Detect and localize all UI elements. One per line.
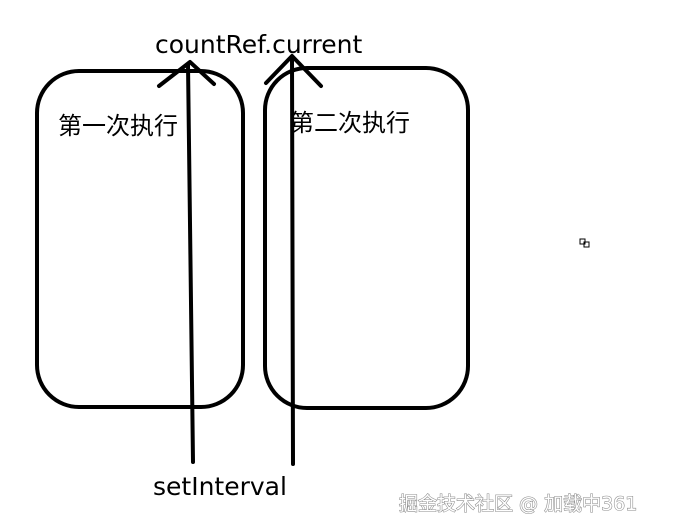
second-execution-box — [263, 66, 470, 410]
arrow-second-head — [264, 54, 323, 88]
first-execution-box — [35, 69, 245, 409]
arrow-first-shaft — [186, 62, 195, 464]
second-execution-label: 第二次执行 — [290, 109, 410, 137]
arrow-first-execution — [157, 60, 216, 464]
watermark-text: 掘金技术社区 @ 加载中361 — [399, 493, 637, 515]
top-label-countref-current: countRef.current — [155, 30, 362, 59]
arrow-first-head — [157, 60, 216, 88]
arrow-second-execution — [264, 54, 323, 466]
arrow-second-shaft — [290, 55, 295, 466]
cursor-artifact-icon — [579, 238, 590, 248]
first-execution-label: 第一次执行 — [58, 112, 178, 140]
bottom-label-setinterval: setInterval — [153, 472, 287, 501]
